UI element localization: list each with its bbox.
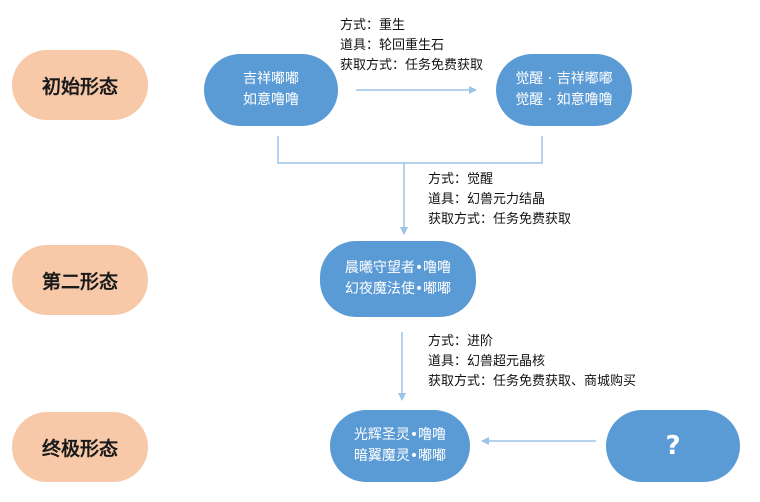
note-awaken: 方式：觉醒 道具：幻兽元力结晶 获取方式：任务免费获取 [428, 170, 571, 230]
node-final-line-2: 暗翼魔灵•嘟嘟 [353, 448, 447, 464]
note-advance-item: 道具：幻兽超元晶核 [428, 354, 546, 369]
note-awaken-item: 道具：幻兽元力结晶 [428, 192, 546, 207]
stage-final: 终极形态 [12, 412, 148, 482]
stage-initial: 初始形态 [12, 50, 148, 120]
node-final-line-1: 光辉圣灵•噜噜 [353, 427, 447, 443]
note-rebirth-item: 道具：轮回重生石 [340, 38, 445, 53]
note-advance-source: 获取方式：任务免费获取、商城购买 [428, 374, 637, 389]
stage-second-label: 第二形态 [41, 270, 118, 293]
node-second: 晨曦守望者•噜噜 幻夜魔法使•嘟嘟 [320, 241, 476, 317]
node-awakened-line-1: 觉醒 · 吉祥嘟嘟 [515, 71, 613, 87]
node-unknown: ? [606, 410, 740, 482]
node-second-line-2: 幻夜魔法使•嘟嘟 [344, 281, 452, 297]
node-awakened-line-2: 觉醒 · 如意噜噜 [515, 92, 613, 108]
note-advance: 方式：进阶 道具：幻兽超元晶核 获取方式：任务免费获取、商城购买 [428, 332, 636, 392]
stage-initial-label: 初始形态 [41, 75, 118, 98]
stage-final-label: 终极形态 [41, 437, 118, 460]
note-rebirth: 方式：重生 道具：轮回重生石 获取方式：任务免费获取 [340, 16, 483, 76]
node-initial: 吉祥嘟嘟 如意噜噜 [204, 54, 338, 126]
node-final: 光辉圣灵•噜噜 暗翼魔灵•嘟嘟 [330, 410, 470, 482]
node-second-line-1: 晨曦守望者•噜噜 [344, 260, 452, 276]
note-rebirth-method: 方式：重生 [340, 18, 406, 33]
node-initial-line-1: 吉祥嘟嘟 [243, 71, 299, 87]
node-initial-line-2: 如意噜噜 [243, 92, 299, 108]
note-awaken-method: 方式：觉醒 [428, 172, 494, 187]
merge-bracket [277, 136, 543, 164]
node-awakened: 觉醒 · 吉祥嘟嘟 觉醒 · 如意噜噜 [496, 54, 632, 126]
stage-second: 第二形态 [12, 245, 148, 315]
note-advance-method: 方式：进阶 [428, 334, 494, 349]
note-awaken-source: 获取方式：任务免费获取 [428, 212, 572, 227]
note-rebirth-source: 获取方式：任务免费获取 [340, 58, 484, 73]
node-unknown-label: ? [665, 430, 681, 461]
